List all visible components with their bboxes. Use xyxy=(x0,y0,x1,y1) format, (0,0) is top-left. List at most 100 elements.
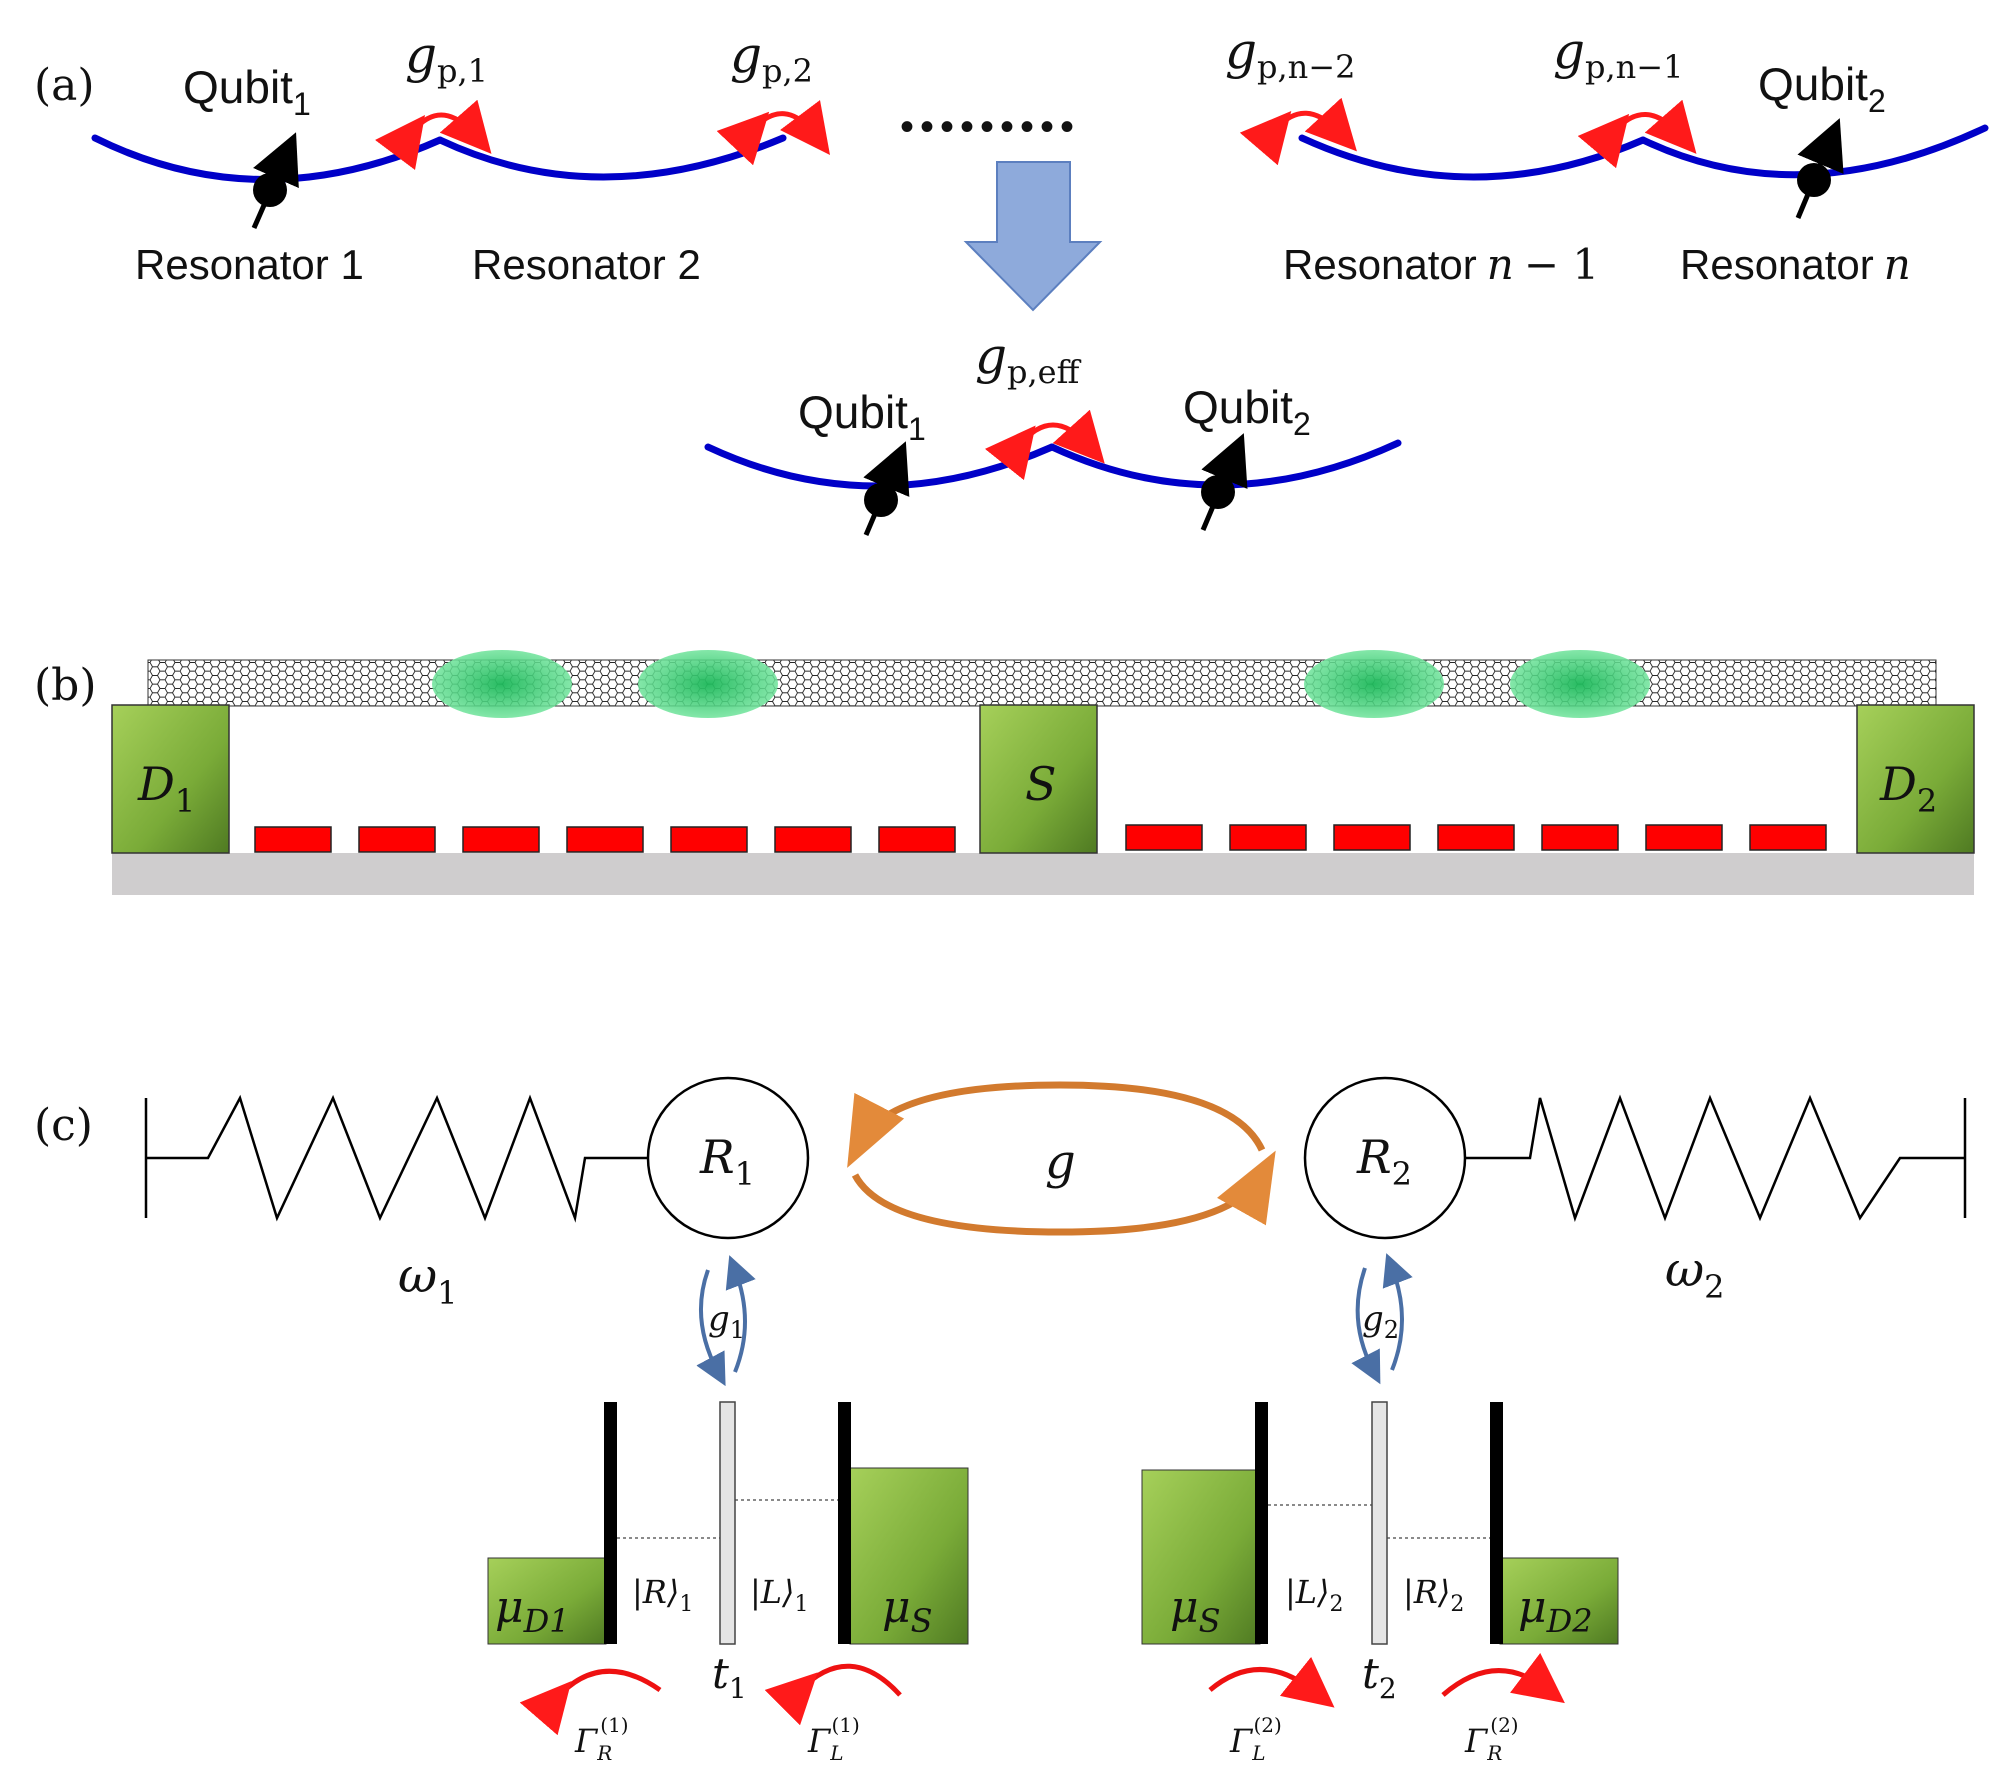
resonator-coupling xyxy=(847,1081,1276,1236)
substrate xyxy=(112,853,1974,895)
t1-label: t1 xyxy=(712,1649,747,1705)
spring-left xyxy=(144,1094,648,1223)
eff-qubit-1-label: Qubit1 xyxy=(798,386,926,447)
g1-label: g1 xyxy=(708,1299,745,1344)
coupling-arrows-a xyxy=(374,97,1697,171)
gate-electrode xyxy=(1541,824,1619,851)
resonator-2-label: Resonator 2 xyxy=(472,241,701,288)
local-coupling-2 xyxy=(1351,1253,1413,1385)
gate-electrode xyxy=(1437,824,1515,851)
gamma-r1-label: ΓR(1) xyxy=(574,1713,629,1765)
gate-electrode xyxy=(878,826,956,853)
eff-qubit-2-label: Qubit2 xyxy=(1183,381,1311,442)
chain-ellipsis: ••••••••• xyxy=(900,105,1080,149)
barrier-center-1 xyxy=(719,1401,736,1645)
t2-label: t2 xyxy=(1362,1649,1397,1705)
gate-electrode xyxy=(1333,824,1411,851)
panel-a-label: (a) xyxy=(34,60,95,111)
coupling-arrow-2 xyxy=(716,99,831,166)
barrier-center-2 xyxy=(1371,1401,1388,1645)
contacts xyxy=(111,704,1975,854)
gate-electrode xyxy=(566,826,644,853)
resonator-n1-string xyxy=(1298,134,1647,181)
gate-electrode xyxy=(774,826,852,853)
gate-electrode xyxy=(1229,824,1307,851)
panel-b-label: (b) xyxy=(34,660,97,711)
qubit-1-spin xyxy=(251,132,299,230)
g-eff-label: gp,eff xyxy=(975,327,1082,391)
g-p2-label: gp,2 xyxy=(730,26,813,90)
spring-right xyxy=(1465,1094,1967,1222)
tunnel-arrows xyxy=(519,1652,1565,1736)
mu-d1-label: μD1 xyxy=(495,1582,570,1640)
omega-2-label: ω2 xyxy=(1665,1242,1725,1306)
barrier-left-1 xyxy=(604,1402,617,1644)
gamma-l1-label: ΓL(1) xyxy=(807,1713,860,1765)
gate-electrode xyxy=(1749,824,1827,851)
gate-electrode xyxy=(1645,824,1723,851)
mu-s2-label: μS xyxy=(1170,1582,1221,1640)
ket-r2-label: |R⟩2 xyxy=(1403,1573,1464,1617)
coupling-arrow-1 xyxy=(374,99,492,171)
coupling-arrow-n1 xyxy=(1577,99,1697,169)
ket-l2-label: |L⟩2 xyxy=(1285,1573,1344,1617)
resonator-r2-label: R2 xyxy=(1356,1130,1412,1193)
mu-s1-label: μS xyxy=(882,1582,933,1640)
resonator-1-label: Resonator 1 xyxy=(135,241,364,288)
g2-label: g2 xyxy=(1362,1299,1399,1344)
coupling-arrow-eff xyxy=(984,409,1105,481)
contact-d2 xyxy=(1856,704,1975,854)
qubit-1-label: Qubit1 xyxy=(183,61,311,122)
ket-r1-label: |R⟩1 xyxy=(632,1573,693,1617)
resonator-r2 xyxy=(1303,1076,1467,1240)
tunnel-arrow-l1 xyxy=(764,1663,902,1726)
g-pn1-label: gp,n−1 xyxy=(1553,22,1683,86)
contact-d2-label: D2 xyxy=(1879,757,1937,820)
gate-electrode xyxy=(670,826,748,853)
gamma-r2-label: ΓR(2) xyxy=(1464,1713,1519,1765)
eff-qubit-2-spin xyxy=(1200,433,1248,531)
barrier-left-2 xyxy=(1255,1402,1268,1644)
eff-qubit-1-spin xyxy=(863,441,910,536)
local-coupling-1 xyxy=(696,1255,756,1387)
g-p1-label: gp,1 xyxy=(405,26,488,90)
gamma-l2-label: ΓL(2) xyxy=(1229,1713,1282,1765)
double-dot-2 xyxy=(1141,1401,1619,1645)
gate-electrodes xyxy=(254,824,1827,853)
coupling-g-label: g xyxy=(1045,1134,1076,1190)
tunnel-arrow-l2 xyxy=(1208,1656,1335,1708)
contact-s xyxy=(979,704,1098,854)
quantum-dot xyxy=(638,650,778,718)
resonator-r1-label: R1 xyxy=(699,1130,755,1193)
g-pn2-label: gp,n−2 xyxy=(1225,22,1355,86)
reservoir-s2 xyxy=(1141,1469,1261,1645)
reduction-arrow xyxy=(963,161,1103,312)
tunnel-arrow-r1 xyxy=(519,1668,662,1736)
effective-string-left xyxy=(704,443,1056,490)
quantum-dots xyxy=(432,650,1650,718)
reservoir-d2 xyxy=(1499,1557,1619,1645)
quantum-dot xyxy=(1304,650,1444,718)
nanotube xyxy=(147,659,1937,707)
contact-d1 xyxy=(111,704,230,854)
mu-d2-label: μD2 xyxy=(1518,1582,1593,1640)
contact-s-label: S xyxy=(1025,757,1057,811)
reservoir-s1 xyxy=(849,1467,969,1645)
effective-chain xyxy=(704,439,1402,490)
omega-1-label: ω1 xyxy=(398,1248,458,1312)
gate-electrode xyxy=(1125,824,1203,851)
barrier-right-2 xyxy=(1490,1402,1503,1644)
qubit-2-label: Qubit2 xyxy=(1758,58,1886,119)
quantum-dot xyxy=(1510,650,1650,718)
double-dot-1 xyxy=(487,1401,969,1645)
quantum-dot xyxy=(432,650,572,718)
contact-d1-label: D1 xyxy=(137,757,195,820)
tunnel-arrow-r2 xyxy=(1441,1652,1565,1704)
ket-l1-label: |L⟩1 xyxy=(750,1573,809,1617)
barrier-right-1 xyxy=(838,1402,851,1644)
resonator-2-string xyxy=(436,134,787,181)
resonator-r1 xyxy=(646,1076,810,1240)
